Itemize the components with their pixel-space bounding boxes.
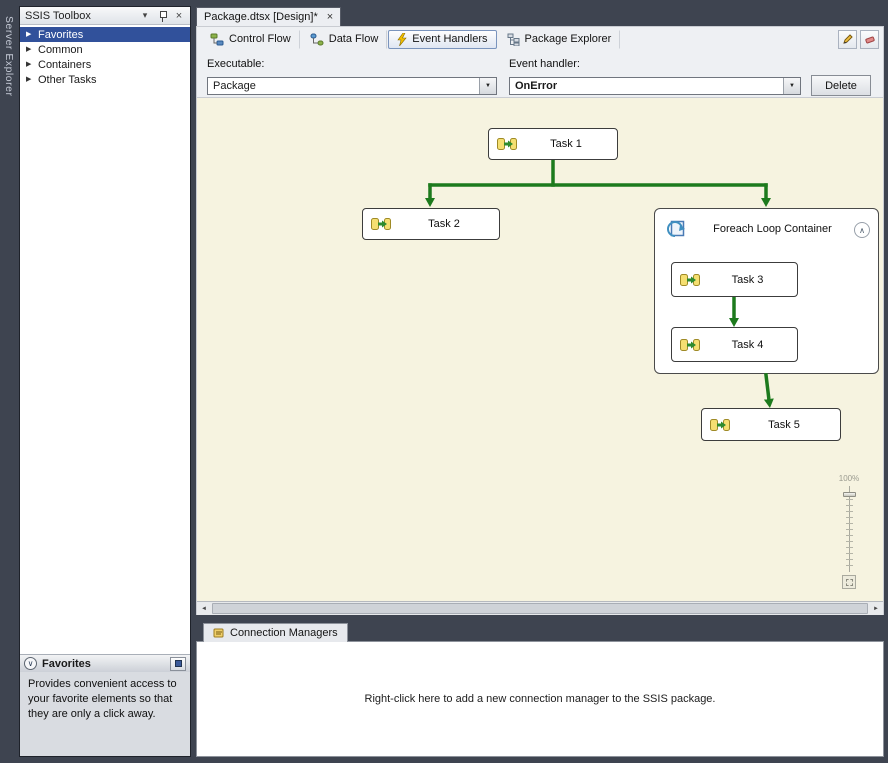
tab-control-flow[interactable]: Control Flow	[201, 29, 300, 49]
close-icon[interactable]: ×	[326, 10, 334, 23]
scroll-left-icon[interactable]: ◄	[201, 605, 207, 612]
task-label: Task 2	[428, 218, 460, 230]
designer-tab-strip: Control Flow Data Flow Event Handlers	[196, 26, 884, 51]
scrollbar-thumb[interactable]	[212, 603, 868, 614]
tab-label: Event Handlers	[412, 33, 488, 45]
foreach-header: Foreach Loop Container	[655, 209, 878, 249]
favorites-description-text: Provides convenient access to your favor…	[20, 672, 190, 756]
favorites-description-title: Favorites	[42, 657, 91, 670]
task-icon	[497, 138, 517, 150]
executable-label: Executable:	[207, 58, 265, 70]
tab-label: Package Explorer	[524, 33, 612, 45]
connection-managers-label: Connection Managers	[230, 627, 338, 639]
tab-event-handlers[interactable]: Event Handlers	[388, 29, 497, 49]
tab-data-flow[interactable]: Data Flow	[301, 29, 388, 49]
toolbox-item-label: Containers	[38, 58, 92, 71]
package-explorer-icon	[507, 33, 519, 46]
window-menu-icon[interactable]: ▾	[142, 10, 148, 20]
document-tab-row: Package.dtsx [Design]* ×	[196, 6, 884, 26]
event-handler-label: Event handler:	[509, 58, 580, 70]
tab-label: Control Flow	[229, 33, 291, 45]
connection-manager-icon	[213, 628, 224, 638]
favorites-description-header[interactable]: ∨ Favorites	[20, 654, 190, 672]
chevron-down-icon[interactable]: ▼	[479, 78, 496, 94]
toolbox-item-label: Common	[38, 43, 83, 56]
design-surface-wrap: Foreach Loop Container ∧ Task 1	[196, 98, 884, 615]
foreach-title: Foreach Loop Container	[713, 223, 832, 235]
task-node[interactable]: Task 2	[362, 208, 500, 240]
connection-managers-panel[interactable]: Right-click here to add a new connection…	[196, 641, 884, 757]
toolbox-empty-area	[20, 87, 190, 654]
horizontal-scrollbar[interactable]: ◄ ►	[197, 601, 883, 615]
zoom-fit-icon[interactable]	[842, 575, 856, 589]
expand-arrow-icon: ▶	[26, 31, 32, 38]
executable-dropdown[interactable]: Package ▼	[207, 77, 497, 95]
toolbox-item-favorites[interactable]: ▶ Favorites	[20, 27, 190, 42]
designer-toolbar-buttons	[838, 29, 879, 49]
zoom-level: 100%	[838, 474, 860, 483]
collapse-section-icon[interactable]: ∨	[24, 657, 37, 670]
expand-arrow-icon: ▶	[26, 46, 32, 53]
close-icon[interactable]: ×	[175, 9, 183, 22]
task-label: Task 1	[550, 138, 582, 150]
pencil-icon[interactable]	[838, 29, 857, 49]
toolbox-titlebar: SSIS Toolbox ▾ ×	[20, 7, 190, 25]
chevron-down-icon[interactable]: ▼	[783, 78, 800, 94]
task-icon	[371, 218, 391, 230]
document-tab-label: Package.dtsx [Design]*	[204, 11, 318, 23]
toolbox-item-common[interactable]: ▶ Common	[20, 42, 190, 57]
task-node[interactable]: Task 3	[671, 262, 798, 297]
eraser-icon[interactable]	[860, 29, 879, 49]
zoom-tick-marks	[845, 488, 853, 570]
zoom-slider[interactable]	[842, 486, 856, 572]
task-icon	[710, 418, 730, 431]
task-icon	[680, 273, 700, 286]
expand-arrow-icon: ▶	[26, 76, 32, 83]
server-explorer-tab[interactable]: Server Explorer	[3, 16, 15, 97]
pin-icon[interactable]	[156, 10, 168, 22]
server-explorer-strip: Server Explorer	[0, 0, 18, 763]
document-tab[interactable]: Package.dtsx [Design]* ×	[196, 7, 342, 26]
task-label: Task 4	[731, 338, 764, 351]
toolbox-item-other-tasks[interactable]: ▶ Other Tasks	[20, 72, 190, 87]
event-handler-toolbar: Executable: Event handler: Package ▼ OnE…	[196, 51, 884, 98]
task-node[interactable]: Task 4	[671, 327, 798, 362]
tab-package-explorer[interactable]: Package Explorer	[498, 29, 621, 49]
toolbox-item-label: Favorites	[38, 28, 84, 41]
toolbox-item-label: Other Tasks	[38, 73, 97, 86]
task-icon	[680, 338, 700, 351]
zoom-control: 100%	[837, 474, 861, 589]
design-surface[interactable]: Foreach Loop Container ∧ Task 1	[197, 98, 883, 601]
tab-label: Data Flow	[328, 33, 379, 45]
toolbox-title: SSIS Toolbox	[25, 9, 91, 22]
zoom-slider-thumb[interactable]	[842, 492, 856, 497]
panel-options-icon[interactable]	[170, 656, 186, 671]
event-handler-dropdown[interactable]: OnError ▼	[509, 77, 801, 95]
collapse-container-icon[interactable]: ∧	[854, 222, 870, 238]
task-node[interactable]: Task 1	[488, 128, 618, 160]
data-flow-icon	[310, 33, 324, 45]
connection-managers-section: Connection Managers Right-click here to …	[196, 623, 884, 757]
ssis-toolbox-panel: SSIS Toolbox ▾ × ▶ Favorites ▶ Common ▶ …	[19, 6, 191, 757]
expand-arrow-icon: ▶	[26, 61, 32, 68]
toolbox-list: ▶ Favorites ▶ Common ▶ Containers ▶ Othe…	[20, 25, 190, 87]
toolbox-item-containers[interactable]: ▶ Containers	[20, 57, 190, 72]
scroll-right-icon[interactable]: ►	[873, 605, 879, 612]
connection-managers-tab[interactable]: Connection Managers	[203, 623, 348, 642]
event-handler-value: OnError	[515, 80, 558, 92]
control-flow-icon	[210, 33, 224, 45]
task-label: Task 3	[731, 273, 764, 286]
connection-managers-hint: Right-click here to add a new connection…	[364, 693, 716, 705]
delete-button[interactable]: Delete	[811, 75, 871, 96]
document-area: Package.dtsx [Design]* × Control Flow Da…	[196, 6, 884, 757]
foreach-loop-icon	[667, 220, 685, 237]
event-handlers-icon	[397, 32, 407, 46]
executable-value: Package	[213, 80, 256, 92]
task-node[interactable]: Task 5	[701, 408, 841, 441]
task-label: Task 5	[768, 418, 800, 431]
